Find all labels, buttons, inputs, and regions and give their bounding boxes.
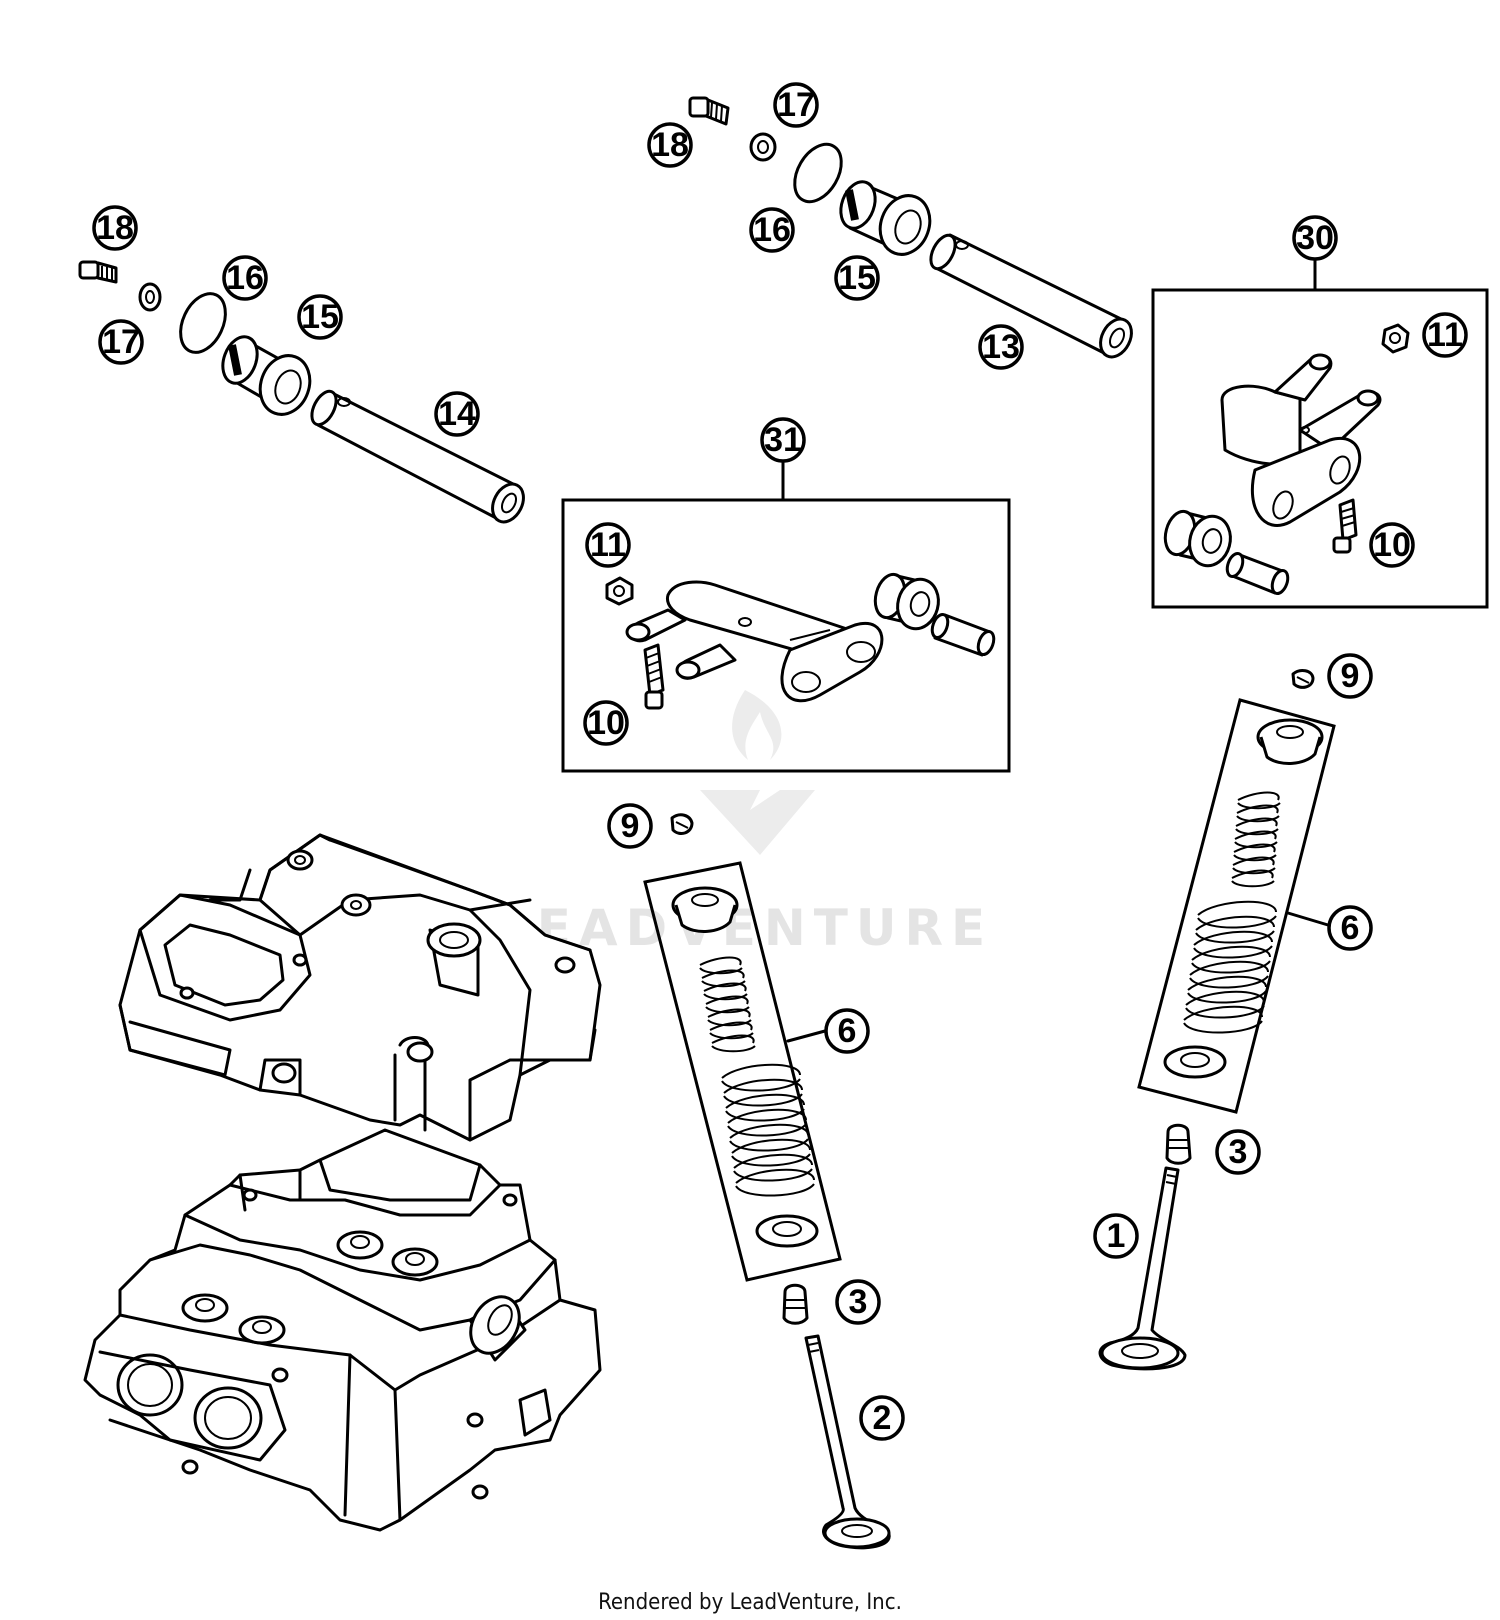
svg-text:6: 6 [838, 1012, 857, 1050]
valve-train-right [1098, 669, 1336, 1371]
callout-6-right: 6 [1327, 905, 1373, 951]
bushing-15-left [221, 335, 312, 416]
screw-10-box31 [643, 643, 665, 710]
washer-17-left [138, 282, 162, 312]
roller-box31 [873, 572, 940, 631]
svg-text:13: 13 [982, 328, 1020, 366]
leader-6-left [786, 1029, 827, 1043]
callout-14: 14 [434, 391, 480, 437]
svg-text:11: 11 [1427, 316, 1463, 354]
keeper-9-right [1291, 669, 1315, 689]
svg-text:14: 14 [438, 395, 476, 433]
callout-18-left: 18 [92, 205, 138, 251]
svg-text:6: 6 [1341, 909, 1360, 947]
svg-text:3: 3 [849, 1283, 868, 1321]
svg-text:15: 15 [838, 259, 876, 297]
rocker-arm-30 [1220, 353, 1382, 527]
assembly-box-31 [561, 498, 1011, 773]
cylinder-head [83, 1128, 602, 1532]
svg-text:10: 10 [1373, 526, 1411, 564]
callout-17-left: 17 [98, 319, 144, 365]
leader-6-right [1286, 911, 1330, 927]
callout-18-right: 18 [647, 122, 693, 168]
svg-text:1: 1 [1107, 1217, 1126, 1255]
shaft-13 [929, 233, 1133, 359]
svg-text:17: 17 [777, 86, 815, 124]
callout-10-box30: 10 [1369, 522, 1415, 568]
callout-31: 31 [760, 417, 806, 463]
rocker-arm-31 [625, 580, 884, 703]
rocker-shaft-left-group [78, 260, 525, 524]
assembly-box-30 [1151, 288, 1489, 609]
svg-text:10: 10 [587, 704, 625, 742]
watermark: LEADVENTURE [497, 690, 985, 957]
svg-text:18: 18 [96, 209, 134, 247]
rocker-arm-assembly-30 [1151, 256, 1489, 609]
bolt-18-left [78, 260, 118, 284]
svg-text:16: 16 [226, 259, 264, 297]
svg-text:15: 15 [301, 298, 339, 336]
flame-logo-icon [732, 690, 782, 760]
roller-box30 [1163, 509, 1232, 568]
callout-3-right: 3 [1215, 1129, 1261, 1175]
callout-16-right: 16 [749, 207, 795, 253]
callout-11-box30: 11 [1422, 312, 1468, 358]
callout-17-right: 17 [773, 82, 819, 128]
svg-text:3: 3 [1229, 1133, 1248, 1171]
o-ring-16-left [179, 292, 227, 354]
callout-30: 30 [1292, 215, 1338, 261]
valve-1-intake [1098, 1166, 1187, 1371]
washer-17-right [749, 132, 777, 162]
bushing-15-right [839, 180, 932, 256]
callout-9-left: 9 [607, 803, 653, 849]
valve-train-left [643, 813, 891, 1550]
svg-text:17: 17 [102, 323, 140, 361]
callout-6-left: 6 [824, 1008, 870, 1054]
callout-3-left: 3 [835, 1279, 881, 1325]
callout-11-box31: 11 [585, 522, 631, 568]
screw-10-box30 [1332, 498, 1358, 554]
callout-10-box31: 10 [583, 700, 629, 746]
v-logo-icon [700, 790, 815, 855]
valve-seal-3-right [1165, 1123, 1192, 1165]
rocker-shaft-right-group [688, 96, 1133, 359]
footer-credit: Rendered by LeadVenture, Inc. [598, 1590, 902, 1615]
nut-11-box31 [605, 576, 634, 606]
bolt-18-right [688, 96, 730, 126]
nut-11-box30 [1381, 323, 1410, 354]
svg-text:9: 9 [621, 807, 640, 845]
svg-text:2: 2 [873, 1399, 892, 1437]
cylinder-head-cover [118, 833, 602, 1142]
pin-box30 [1225, 551, 1290, 596]
rocker-arm-assembly-31 [561, 458, 1011, 773]
callout-1: 1 [1093, 1213, 1139, 1259]
svg-text:16: 16 [753, 211, 791, 249]
valve-2-exhaust [804, 1334, 891, 1550]
callout-15-right: 15 [834, 255, 880, 301]
callout-16-left: 16 [222, 255, 268, 301]
svg-text:11: 11 [590, 526, 626, 564]
svg-text:30: 30 [1296, 219, 1334, 257]
callout-2: 2 [859, 1395, 905, 1441]
callout-15-left: 15 [297, 294, 343, 340]
shaft-14 [310, 389, 525, 524]
svg-text:9: 9 [1341, 657, 1360, 695]
spring-kit-6-left [643, 861, 842, 1282]
valve-seal-3-left [782, 1283, 809, 1325]
svg-text:31: 31 [764, 421, 802, 459]
o-ring-16-right [793, 142, 843, 204]
svg-text:18: 18 [651, 126, 689, 164]
callout-13: 13 [978, 324, 1024, 370]
keeper-9-left [670, 813, 694, 835]
callout-9-right: 9 [1327, 653, 1373, 699]
spring-kit-6-right [1137, 698, 1336, 1114]
pin-box31 [930, 612, 996, 657]
